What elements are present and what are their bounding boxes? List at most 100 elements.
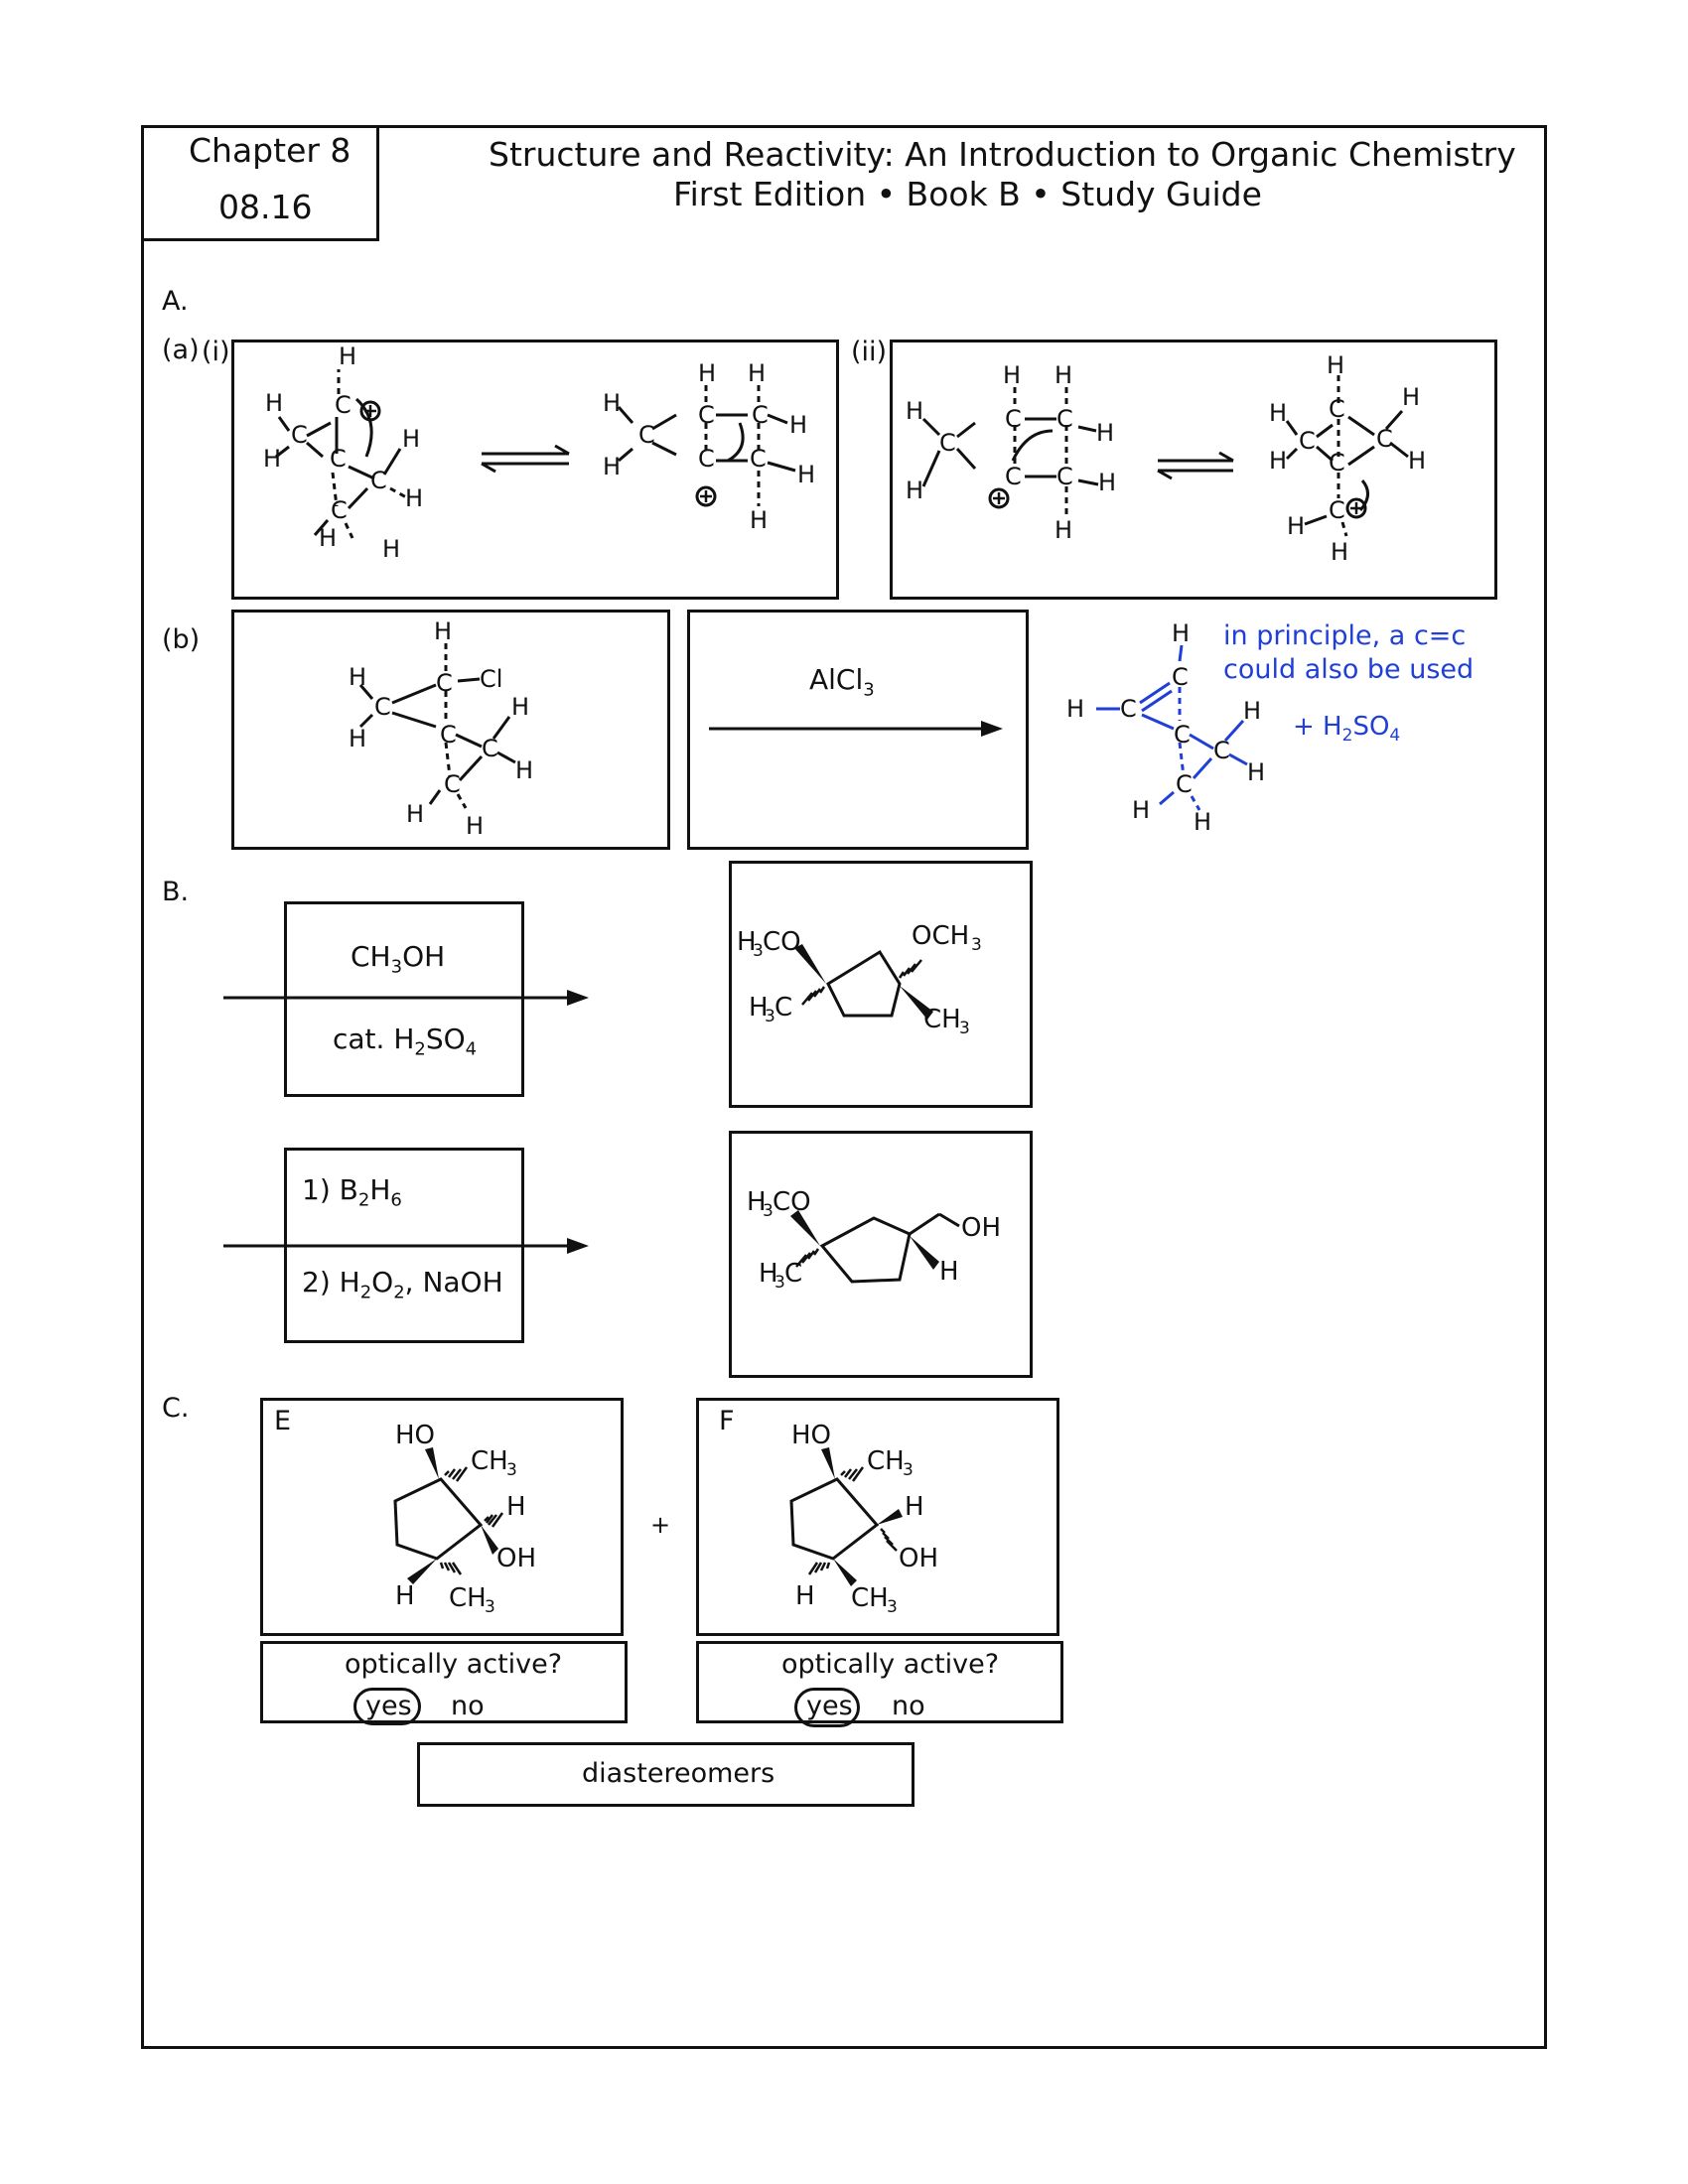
svg-text:H: H (395, 1581, 415, 1611)
svg-text:H: H (402, 425, 420, 453)
svg-text:3: 3 (774, 1273, 785, 1293)
svg-text:H: H (263, 445, 281, 473)
reaction2-step2: 2) H2O2, NaOH (302, 1266, 503, 1303)
compound-f-label: F (719, 1406, 735, 1436)
mechanism-i-structures: H H C H C C H H C C H H H C H H H C C H … (263, 342, 815, 563)
svg-text:H: H (349, 663, 366, 691)
part-a-label: (a) (162, 335, 200, 365)
answer-yes-f: yes (806, 1691, 853, 1721)
svg-text:H: H (603, 389, 621, 417)
svg-text:CO: CO (763, 927, 801, 957)
title-line-1: Structure and Reactivity: An Introductio… (489, 135, 1516, 174)
svg-text:OCH: OCH (912, 921, 969, 951)
alkene-structure: H C H C C H C H C H H (1066, 619, 1265, 836)
svg-text:H: H (1269, 399, 1287, 427)
compound-e-box (260, 1398, 624, 1636)
svg-text:H: H (1247, 758, 1265, 786)
compound-e-label: E (274, 1406, 292, 1436)
chapter-box (141, 125, 379, 241)
relationship-answer: diastereomers (582, 1758, 775, 1789)
svg-text:CH: CH (867, 1446, 905, 1476)
svg-text:H: H (1055, 361, 1072, 389)
reaction2-product-structure: H 3 CO OH H 3 C H (747, 1187, 1001, 1293)
reaction2-product-box (729, 1131, 1033, 1378)
svg-text:OH: OH (899, 1544, 938, 1573)
svg-text:H: H (795, 1581, 815, 1611)
part-b-label: (b) (162, 624, 201, 655)
optical-question-e: optically active? (345, 1649, 563, 1680)
svg-text:H: H (406, 800, 424, 828)
svg-text:3: 3 (753, 941, 764, 961)
svg-text:H: H (506, 1492, 526, 1522)
svg-text:H: H (1327, 351, 1344, 379)
svg-text:CH: CH (471, 1446, 508, 1476)
svg-text:H: H (749, 993, 769, 1023)
svg-text:H: H (1408, 447, 1426, 475)
svg-text:H: H (1003, 361, 1021, 389)
svg-text:C: C (1005, 405, 1022, 433)
compound-f-structure: HO CH 3 H OH H CH 3 (789, 1421, 938, 1617)
alcl3-arrow (709, 721, 1003, 737)
relationship-box (417, 1742, 914, 1807)
reaction1-reagent-bottom: cat. H2SO4 (333, 1023, 478, 1060)
svg-text:H: H (466, 812, 484, 840)
svg-text:CO: CO (773, 1187, 811, 1217)
svg-text:C: C (436, 669, 453, 697)
svg-text:H: H (382, 535, 400, 563)
section-c-label: C. (162, 1393, 190, 1424)
svg-text:3: 3 (763, 1201, 774, 1221)
svg-text:H: H (405, 484, 423, 512)
svg-text:C: C (1329, 496, 1345, 524)
svg-text:3: 3 (506, 1460, 517, 1480)
svg-text:3: 3 (959, 1019, 970, 1038)
reaction1-product-box (729, 861, 1033, 1108)
note-line-1: in principle, a c=c (1223, 620, 1467, 651)
svg-text:C: C (1120, 695, 1137, 723)
svg-text:C: C (1174, 721, 1191, 749)
part-ii-label: (ii) (851, 337, 888, 367)
svg-text:H: H (515, 756, 533, 784)
optical-activity-f-box (696, 1641, 1063, 1723)
svg-text:C: C (374, 693, 391, 721)
svg-text:OH: OH (496, 1544, 536, 1573)
svg-text:H: H (349, 725, 366, 752)
svg-text:H: H (1096, 419, 1114, 447)
svg-text:H: H (906, 397, 923, 425)
yes-circle-f (794, 1688, 860, 1727)
svg-text:H: H (906, 477, 923, 504)
svg-text:C: C (750, 445, 767, 473)
svg-text:H: H (1066, 695, 1084, 723)
svg-text:H: H (737, 927, 757, 957)
reaction2-arrow (223, 1238, 589, 1254)
svg-text:H: H (1172, 619, 1190, 647)
svg-text:C: C (752, 401, 769, 429)
svg-text:H: H (265, 389, 283, 417)
mechanism-i-box (231, 340, 839, 600)
svg-text:H: H (1194, 808, 1211, 836)
svg-text:C: C (370, 467, 387, 494)
svg-text:H: H (1331, 538, 1348, 566)
svg-text:3: 3 (485, 1597, 495, 1617)
answer-no-f: no (892, 1691, 925, 1721)
svg-text:C: C (330, 445, 347, 473)
svg-text:C: C (939, 429, 956, 457)
svg-text:H: H (1269, 447, 1287, 475)
optical-activity-e-box (260, 1641, 628, 1723)
svg-text:H: H (698, 359, 716, 387)
svg-text:C: C (444, 770, 461, 798)
optical-question-f: optically active? (781, 1649, 1000, 1680)
svg-text:C: C (482, 735, 498, 762)
svg-text:C: C (1056, 405, 1073, 433)
reaction1-arrow (223, 990, 589, 1006)
svg-text:H: H (748, 359, 766, 387)
svg-text:HO: HO (395, 1421, 435, 1450)
mechanism-ii-structures: H C H H H C C H C C H H H H C H C C H H … (906, 351, 1426, 566)
svg-text:HO: HO (791, 1421, 831, 1450)
chapter-label: Chapter 8 (189, 131, 352, 170)
svg-text:C: C (331, 496, 348, 524)
svg-text:H: H (1098, 469, 1116, 496)
svg-text:C: C (1213, 737, 1230, 764)
section-b-label: B. (162, 877, 190, 907)
svg-text:C: C (291, 421, 308, 449)
svg-text:H: H (1132, 796, 1150, 824)
